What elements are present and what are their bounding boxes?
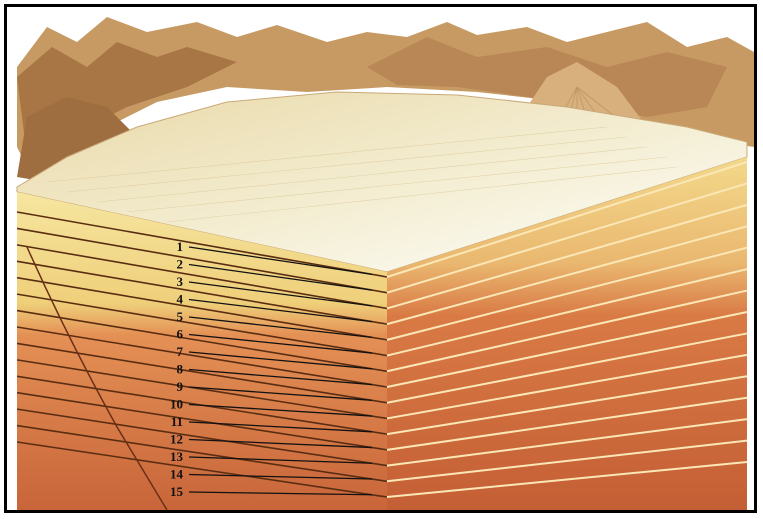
layer-label: 11	[171, 414, 183, 429]
layer-label: 10	[170, 397, 183, 412]
layer-label: 13	[170, 449, 184, 464]
layer-label: 7	[177, 344, 184, 359]
layer-label: 12	[170, 432, 183, 447]
layer-label: 5	[177, 309, 184, 324]
layer-label: 1	[177, 239, 184, 254]
layer-label: 3	[177, 274, 184, 289]
layer-label: 8	[177, 362, 184, 377]
layer-label: 6	[177, 327, 184, 342]
layer-label: 15	[170, 484, 184, 499]
layer-label: 9	[177, 379, 184, 394]
layer-label: 4	[177, 292, 184, 307]
layer-label: 2	[177, 257, 184, 272]
layer-label: 14	[170, 467, 184, 482]
